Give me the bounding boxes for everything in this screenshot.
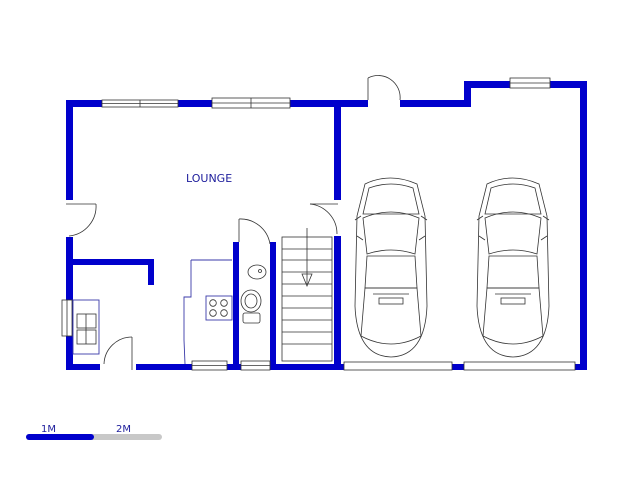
doors <box>66 75 401 370</box>
wall-bottom-a <box>66 364 100 370</box>
garage-doors <box>343 361 576 371</box>
wall-left-upper <box>66 100 73 200</box>
room-label-lounge: LOUNGE <box>186 172 232 185</box>
wall-garage-divider-lower <box>334 236 341 370</box>
wall-garage-step <box>464 81 471 107</box>
car-icon <box>354 177 428 358</box>
door-swing-icon <box>367 75 401 101</box>
stair-arrow-icon <box>301 228 313 288</box>
wall-garage-divider-upper <box>334 100 341 200</box>
wall-bath-left <box>233 242 239 370</box>
wall-bath-right <box>270 242 276 370</box>
scale-label-2m: 2M <box>116 424 131 435</box>
window-icon <box>191 360 228 371</box>
wall-kitchen-top <box>66 259 154 265</box>
scale-bar: 1M 2M <box>26 424 162 440</box>
wall-garage-top-b <box>550 81 587 88</box>
basin-icon <box>247 264 267 280</box>
wall-right <box>580 81 587 370</box>
door-swing-icon <box>238 218 271 245</box>
windows <box>61 77 551 371</box>
window-icon <box>509 77 551 89</box>
toilet-icon <box>240 289 262 324</box>
window-icon <box>61 299 73 337</box>
door-swing-icon <box>103 336 133 370</box>
wall-bottom-e <box>452 364 464 370</box>
garage-door-left <box>343 361 453 371</box>
wall-top-mid2 <box>290 100 368 107</box>
window-icon <box>240 360 271 371</box>
garage-door-right <box>463 361 576 371</box>
door-swing-icon <box>66 203 97 237</box>
scale-label-1m: 1M <box>41 424 56 435</box>
kitchen-counter <box>72 259 233 365</box>
wall-garage-top-a <box>464 81 510 88</box>
sink-icon <box>76 313 97 345</box>
wall-bottom-f <box>575 364 587 370</box>
wall-kitchen-stub <box>148 259 154 285</box>
scale-segment-dark <box>26 434 94 440</box>
wall-top-right <box>400 100 470 107</box>
wall-bottom-d <box>270 364 344 370</box>
window-icon <box>211 97 291 109</box>
interior-walls <box>66 100 341 370</box>
wall-top-left <box>66 100 102 107</box>
stove-icon <box>209 299 228 317</box>
car-icon <box>476 177 550 358</box>
wall-bottom-b <box>136 364 192 370</box>
window-icon <box>101 99 179 108</box>
wall-top-mid <box>178 100 212 107</box>
door-swing-icon <box>309 203 338 235</box>
